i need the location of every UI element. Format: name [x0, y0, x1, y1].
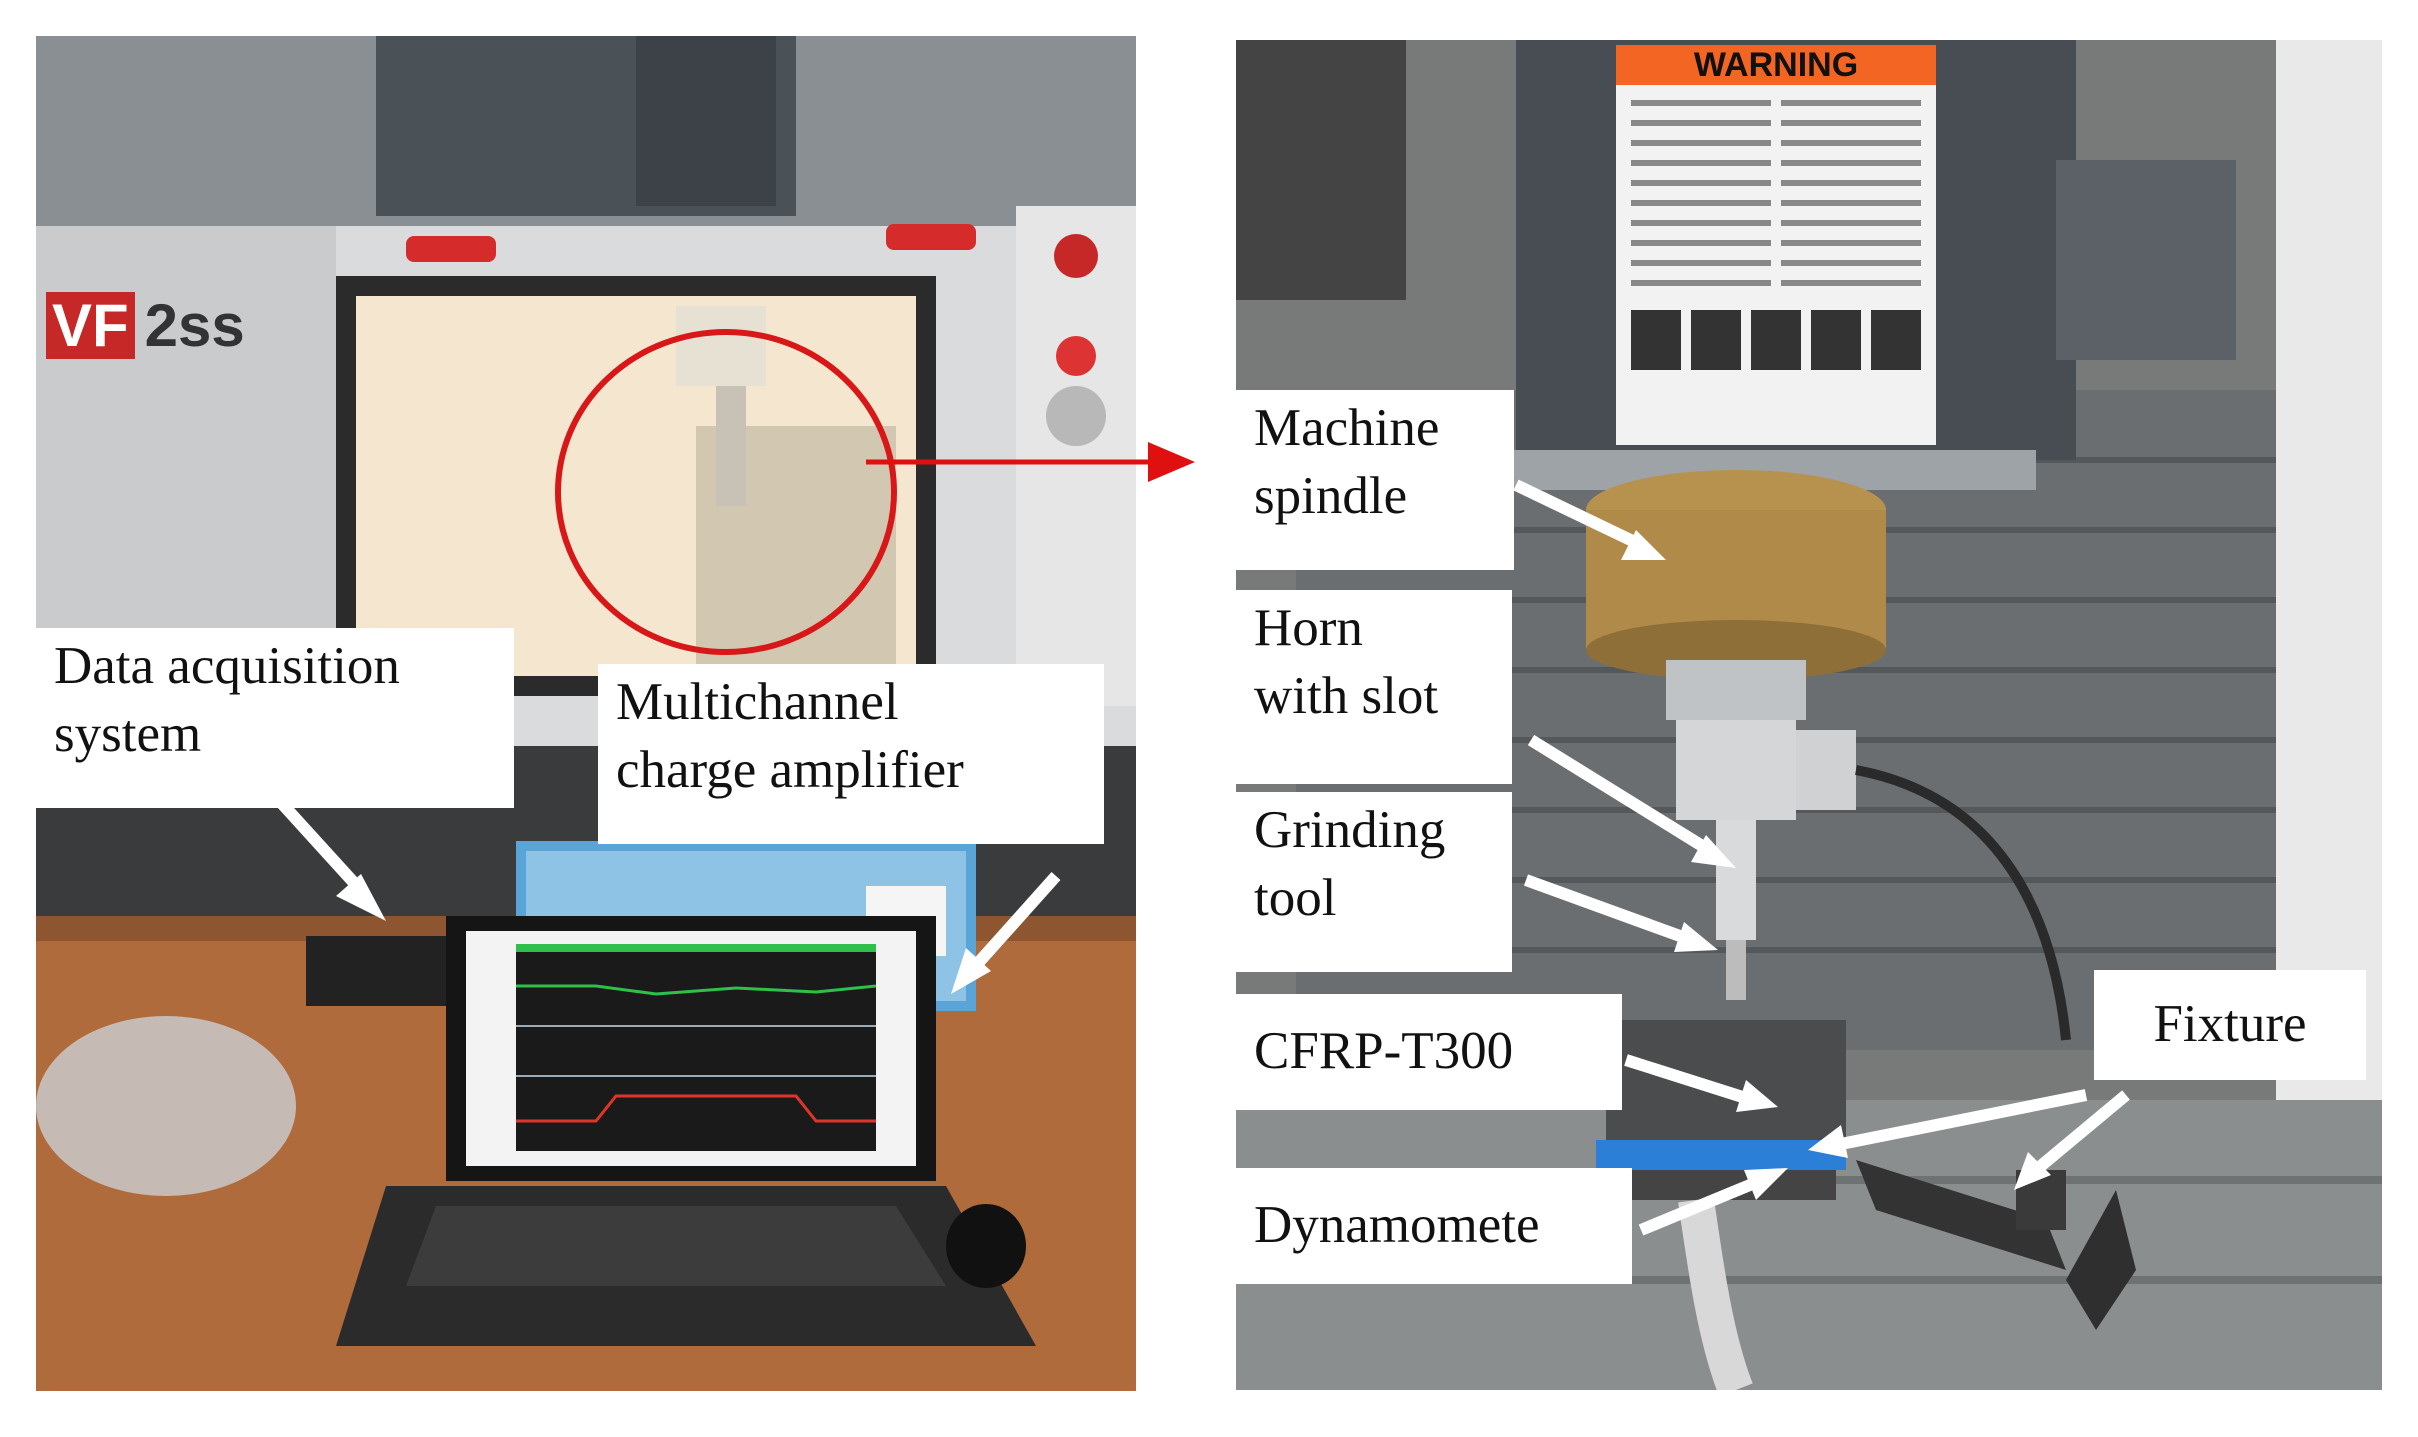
- control-pendant: [1016, 206, 1136, 706]
- amp-arrow: [966, 871, 1061, 976]
- fixture-arrow-1: [1834, 1089, 2088, 1151]
- label-horn-with-slot: Horn with slot: [1236, 590, 1512, 784]
- label-fixture: Fixture: [2094, 970, 2366, 1080]
- dyno-arrow: [1638, 1174, 1765, 1236]
- horn-arrow: [1527, 734, 1716, 858]
- spindle-arrow: [1513, 479, 1644, 551]
- grinding-tool: [1726, 940, 1746, 1000]
- label-grinding-tool: Grinding tool: [1236, 792, 1512, 972]
- label-machine-spindle: Machine spindle: [1236, 390, 1514, 570]
- mouse: [946, 1204, 1026, 1288]
- machine-badge: VF: [46, 292, 135, 359]
- cfrp-arrow: [1624, 1054, 1754, 1106]
- label-cfrp-t300: CFRP-T300: [1236, 994, 1622, 1110]
- horn-with-slot: [1716, 820, 1756, 940]
- horn-holder: [1676, 720, 1796, 820]
- warning-title: WARNING: [1693, 46, 1859, 84]
- label-data-acquisition-system: Data acquisition system: [36, 628, 514, 808]
- highlight-circle: [555, 329, 897, 655]
- grinding-arrow: [1523, 874, 1694, 946]
- label-dynamometer: Dynamomete: [1236, 1168, 1632, 1284]
- cfrp-workpiece: [1606, 1020, 1846, 1140]
- fixture-arrow-2: [2032, 1090, 2130, 1175]
- fixture: [1856, 1160, 2066, 1270]
- label-multichannel-charge-amplifier: Multichannel charge amplifier: [598, 664, 1104, 844]
- machine-model: 2ss: [144, 292, 245, 359]
- dynamometer: [1596, 1140, 1846, 1170]
